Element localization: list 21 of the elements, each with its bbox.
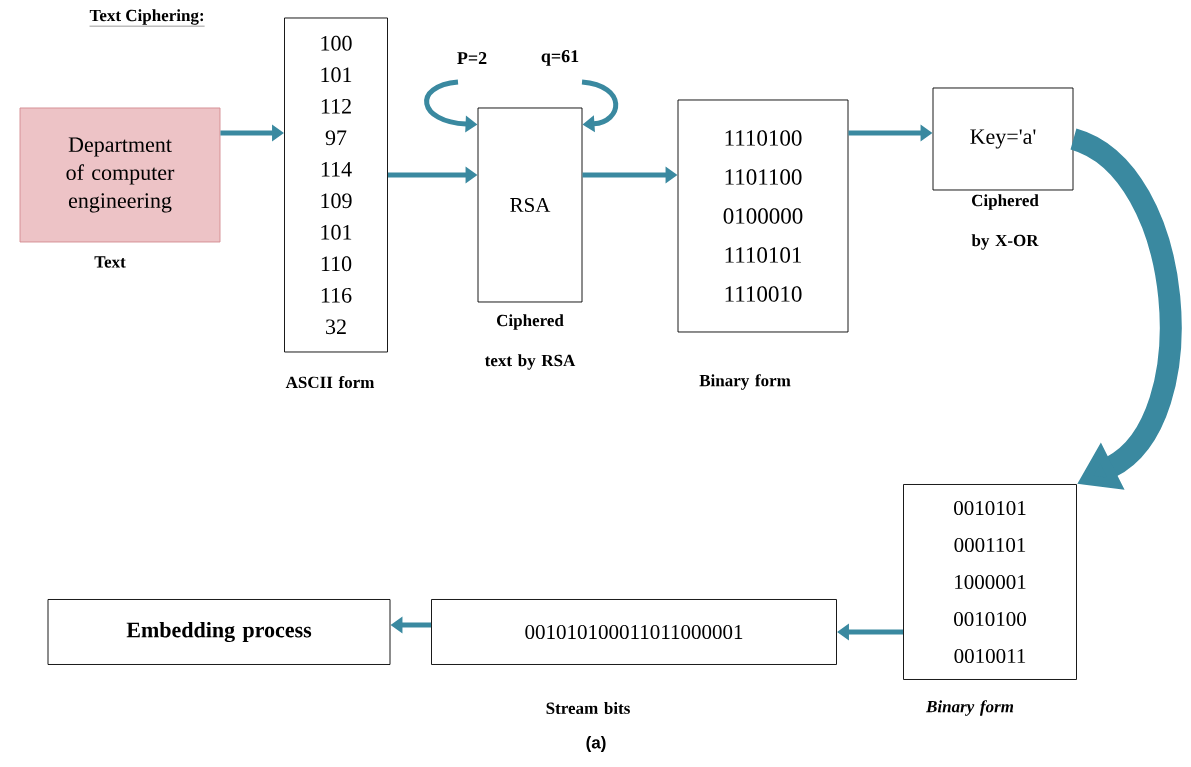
- process-box: 1110100 1101100 0100000 1110101 1110010: [677, 99, 849, 333]
- caption: (a): [586, 736, 606, 752]
- curved-arrow: [1068, 129, 1182, 490]
- node-caption: Ciphered text by RSA: [484, 314, 576, 370]
- process-box: 0010101 0001101 1000001 0010100 0010011: [903, 484, 1077, 680]
- process-box: RSA: [477, 107, 583, 303]
- node-caption: Binary form: [699, 374, 791, 390]
- edge-label: P=2: [455, 51, 489, 65]
- node-caption: Binary form: [925, 700, 1014, 716]
- process-box: Key='a': [932, 87, 1074, 191]
- curved-arrow: [581, 79, 619, 133]
- process-box: 001010100011011000001: [431, 599, 837, 665]
- node-caption: Stream bits: [546, 702, 630, 714]
- process-box: Embedding process: [47, 599, 391, 665]
- title: Text Ciphering:: [89, 9, 205, 27]
- node-caption: ASCII form: [285, 375, 375, 389]
- edge-label: q=61: [539, 49, 581, 67]
- node-caption: Ciphered by X-OR: [971, 194, 1039, 250]
- node-caption: Text: [94, 256, 126, 268]
- process-box: 100 101 112 97 114 109 101 110 116 32: [284, 17, 388, 353]
- process-box: Department of computer engineering: [19, 107, 221, 243]
